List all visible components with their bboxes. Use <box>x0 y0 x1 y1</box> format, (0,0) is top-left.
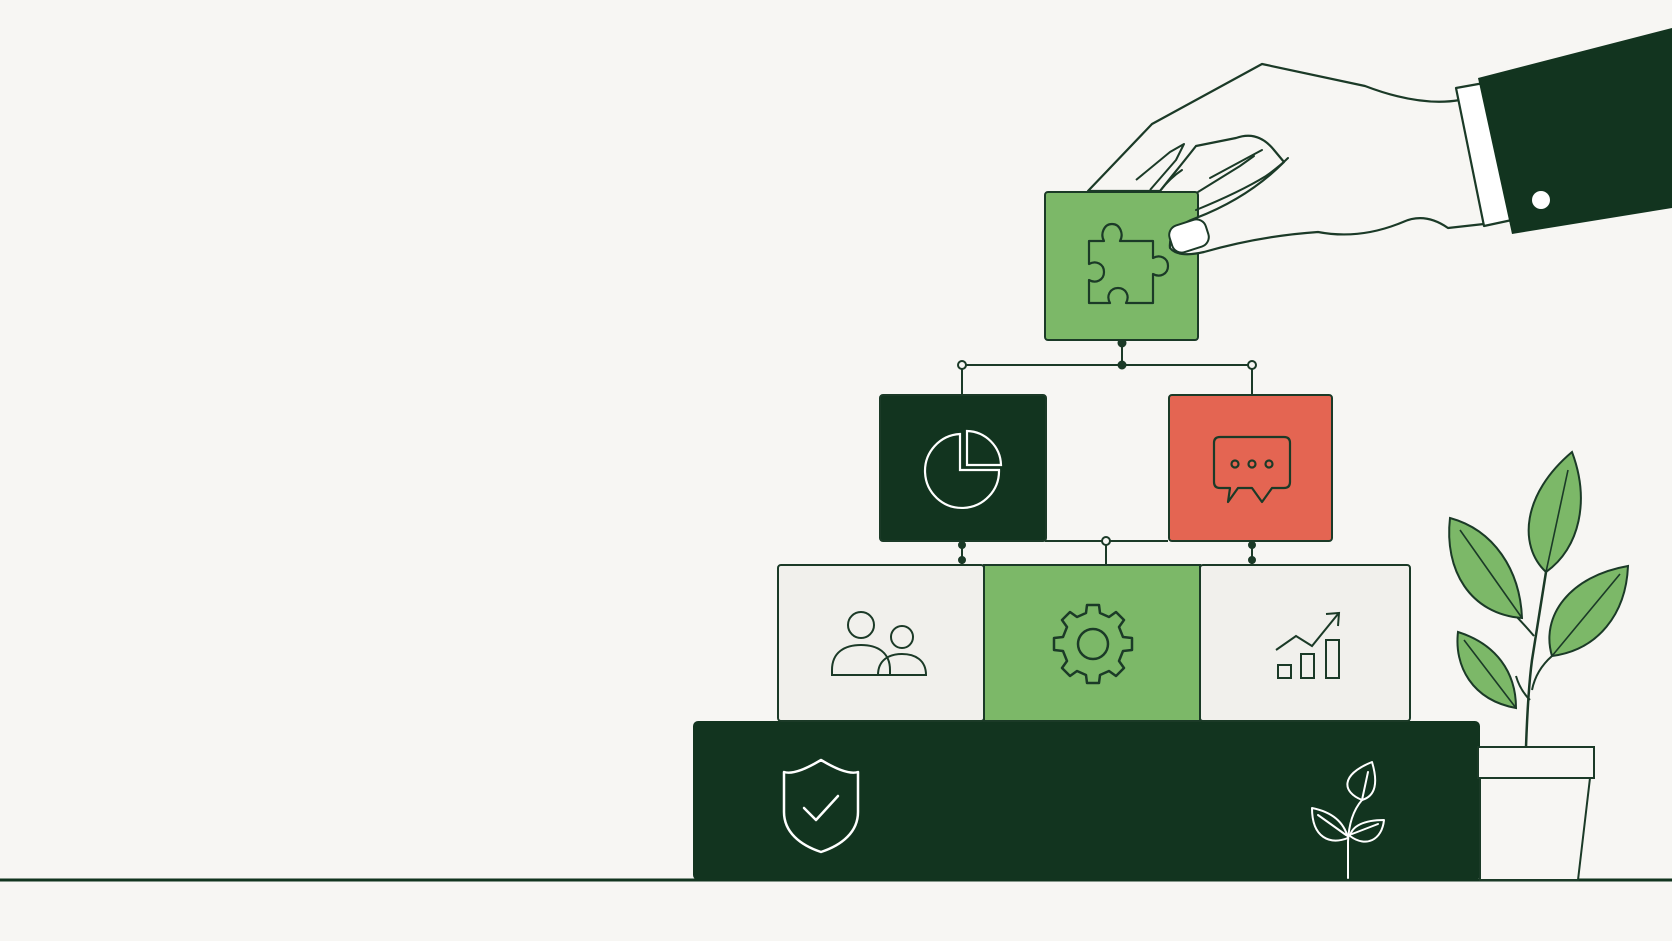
block-people <box>777 564 985 722</box>
shield-check-icon <box>782 758 860 854</box>
cufflink-icon <box>1532 191 1550 209</box>
connector-dots <box>957 338 1257 564</box>
block-growth <box>1199 564 1411 722</box>
pie-chart-icon <box>923 429 1003 510</box>
potted-plant-icon <box>1448 450 1630 881</box>
base-block <box>693 721 1480 880</box>
block-communication <box>1168 394 1333 542</box>
hand-icon <box>1086 28 1672 256</box>
block-analytics <box>879 394 1047 542</box>
people-icon <box>831 611 928 676</box>
growth-chart-icon <box>1275 611 1341 679</box>
puzzle-icon <box>1087 222 1170 305</box>
block-puzzle <box>1044 191 1199 341</box>
chat-bubble-icon <box>1212 435 1292 504</box>
block-settings <box>983 564 1201 722</box>
gear-icon <box>1052 603 1134 685</box>
sprout-icon <box>1311 761 1385 879</box>
